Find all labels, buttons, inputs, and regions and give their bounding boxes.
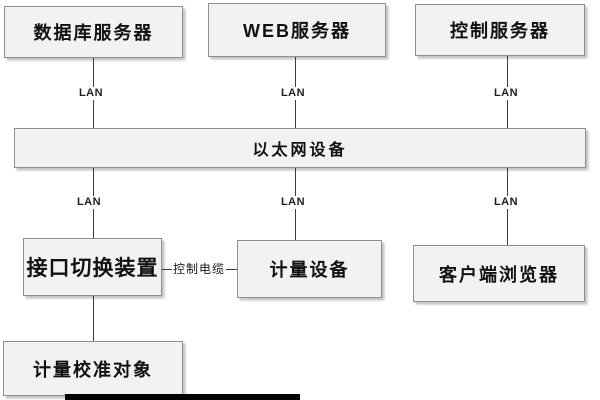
node-calibration-object-label: 计量校准对象 bbox=[33, 359, 153, 380]
node-db-server-label: 数据库服务器 bbox=[33, 23, 154, 43]
node-calibration-object: 计量校准对象 bbox=[3, 341, 183, 396]
lan-label-bottom-middle: LAN bbox=[278, 196, 308, 209]
node-metering-device: 计量设备 bbox=[237, 240, 382, 298]
lan-label-top-right: LAN bbox=[491, 87, 521, 100]
lan-label-bottom-left: LAN bbox=[74, 196, 104, 209]
node-metering-device-label: 计量设备 bbox=[269, 260, 350, 280]
node-client-browser: 客户端浏览器 bbox=[413, 245, 585, 302]
node-control-server: 控制服务器 bbox=[415, 4, 585, 56]
control-cable-label: 控制电缆 bbox=[171, 262, 227, 276]
lan-label-bottom-right: LAN bbox=[491, 196, 521, 209]
node-interface-switch: 接口切换装置 bbox=[23, 238, 162, 296]
node-ethernet-label: 以太网设备 bbox=[252, 142, 348, 159]
node-interface-switch-label: 接口切换装置 bbox=[26, 257, 159, 280]
bottom-black-bar bbox=[65, 394, 300, 400]
lan-label-top-left: LAN bbox=[76, 87, 106, 100]
node-db-server: 数据库服务器 bbox=[4, 6, 183, 58]
node-control-server-label: 控制服务器 bbox=[450, 21, 550, 41]
lan-label-top-middle: LAN bbox=[278, 87, 308, 100]
node-ethernet: 以太网设备 bbox=[14, 128, 586, 168]
connector-switch-to-calibration bbox=[93, 296, 94, 341]
node-web-server: WEB服务器 bbox=[208, 3, 386, 57]
node-web-server-label: WEB服务器 bbox=[243, 21, 351, 41]
node-client-browser-label: 客户端浏览器 bbox=[439, 264, 559, 285]
